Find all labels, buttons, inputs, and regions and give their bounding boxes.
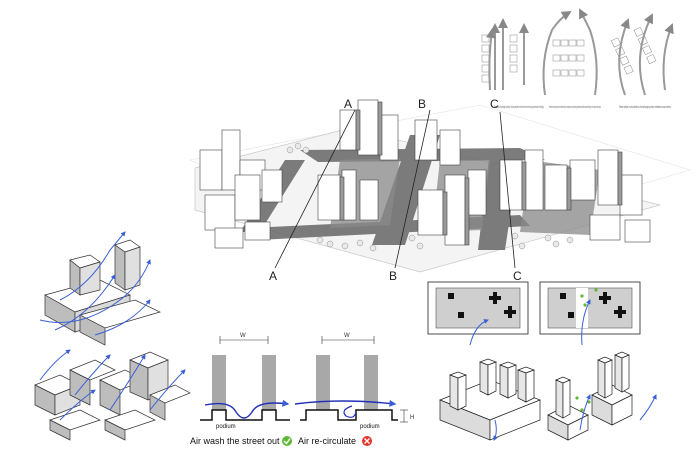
wind-diagram-parallel xyxy=(481,18,529,91)
section-diagram-right: W podium H Air re-circulate xyxy=(294,333,414,446)
cross-marker xyxy=(489,292,501,304)
wind-description-perpendicular: Streets which are perpendicular to the w… xyxy=(549,104,601,109)
section-label-c-bottom: C xyxy=(513,269,522,283)
caption-air-wash: Air wash the street out xyxy=(190,436,280,446)
airflow-plan-right xyxy=(581,299,591,346)
section-label-a-bottom: A xyxy=(269,269,277,283)
status-good-icon xyxy=(282,436,292,446)
plan-box-left xyxy=(427,281,529,346)
wind-direction-diagrams: Streets parallel to the prevailing wind … xyxy=(481,8,674,109)
wind-diagram-perpendicular xyxy=(542,8,598,96)
podium-towers-right xyxy=(547,351,657,441)
caption-air-recirculate: Air re-circulate xyxy=(298,436,356,446)
wind-description-oblique: Street oblique to wind direction at smal… xyxy=(619,104,671,109)
wall-effect-diagram xyxy=(39,231,161,346)
section-label-c-top: C xyxy=(490,97,499,111)
podium-label-right: podium xyxy=(360,424,380,430)
main-city-plan: A B C A B C xyxy=(189,97,692,283)
section-label-b-top: B xyxy=(418,97,426,111)
wind-diagram-oblique xyxy=(610,13,674,96)
wind-description-parallel: Streets parallel to the prevailing wind … xyxy=(494,104,544,109)
city-block-wind-diagram xyxy=(34,349,191,441)
airflow-plan-left xyxy=(469,319,489,346)
cross-marker xyxy=(599,292,611,304)
plan-box-right xyxy=(539,281,641,346)
width-label-left: W xyxy=(240,333,246,339)
section-label-b-bottom: B xyxy=(389,269,397,283)
cross-marker xyxy=(504,306,516,318)
buildings xyxy=(199,99,651,249)
section-diagram-left: W podium Air wash the street out xyxy=(190,333,292,446)
podium-label-left: podium xyxy=(216,424,236,430)
section-label-a-top: A xyxy=(344,97,352,111)
airflow-right-over xyxy=(294,399,397,407)
tower-left-a xyxy=(212,355,226,410)
width-label-right: W xyxy=(344,333,350,339)
status-bad-icon xyxy=(362,436,372,446)
airflow-right-recirculate xyxy=(343,405,357,418)
airflow-left xyxy=(204,399,290,419)
cross-marker xyxy=(614,306,626,318)
section-cut-lines xyxy=(274,109,516,269)
tower-left-b xyxy=(262,355,276,410)
podium-towers-left xyxy=(439,358,541,441)
tower-right-a xyxy=(316,355,330,410)
tower-right-b xyxy=(364,355,378,410)
height-label: H xyxy=(410,415,414,421)
trees xyxy=(286,142,574,252)
